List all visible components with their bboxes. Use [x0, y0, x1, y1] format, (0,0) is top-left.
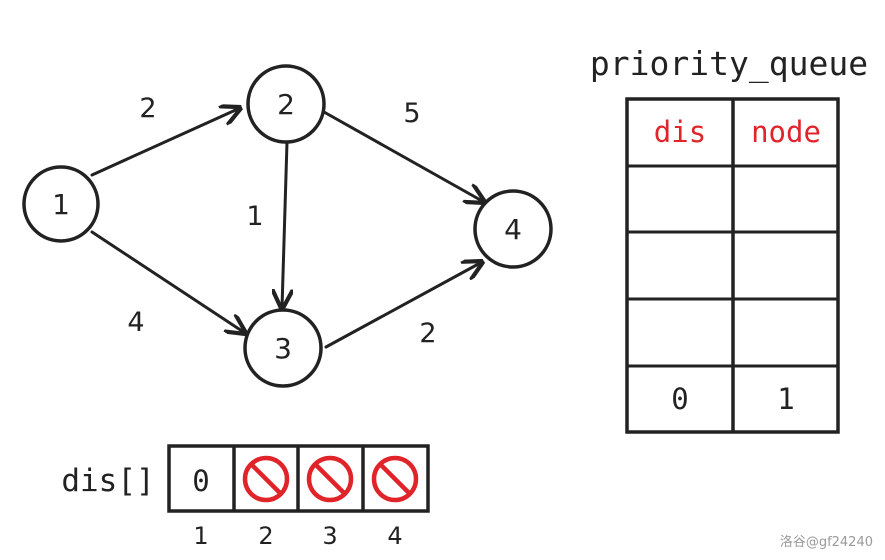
dis-array-index: 4 — [387, 522, 402, 550]
edge-1-2 — [90, 108, 240, 177]
edge-3-4 — [324, 262, 482, 349]
dis-array-index: 2 — [258, 522, 273, 550]
dis-array-cell-1: 0 — [192, 464, 209, 498]
graph-edges — [90, 108, 484, 349]
edge-weight-2-3: 1 — [246, 201, 263, 232]
priority-queue-title: priority_queue — [590, 44, 868, 84]
dis-array-label: dis[] — [61, 463, 154, 499]
graph-node-2: 2 — [246, 64, 326, 144]
prohibited-icon — [371, 455, 419, 503]
dis-array-index: 1 — [193, 522, 208, 550]
priority-queue: priority_queue dis node 0 1 — [590, 44, 868, 434]
node-label: 4 — [504, 213, 522, 246]
edge-weight-1-3: 4 — [127, 307, 144, 338]
priority-queue-cell: 0 — [671, 382, 688, 416]
edge-1-3 — [90, 230, 245, 333]
priority-queue-header-dis: dis — [654, 115, 706, 149]
edge-weight-3-4: 2 — [419, 318, 436, 349]
graph-node-3: 3 — [243, 308, 323, 388]
dis-array-index: 3 — [322, 522, 337, 550]
prohibited-icon — [242, 455, 290, 503]
edge-weight-1-2: 2 — [139, 93, 156, 124]
node-label: 2 — [277, 88, 295, 121]
prohibited-icon — [306, 455, 354, 503]
graph-node-1: 1 — [22, 165, 100, 243]
priority-queue-header-node: node — [751, 115, 821, 149]
node-label: 1 — [52, 188, 70, 221]
edge-2-4 — [322, 110, 484, 202]
watermark: 洛谷@gf24240 — [779, 535, 873, 550]
edge-weights: 2 4 1 5 2 — [127, 93, 436, 349]
node-label: 3 — [274, 332, 292, 365]
priority-queue-cell: 1 — [777, 382, 794, 416]
edge-2-3 — [282, 140, 287, 308]
dis-array: dis[] 0 1 2 3 4 — [61, 444, 430, 550]
edge-weight-2-4: 5 — [403, 98, 420, 129]
graph-node-4: 4 — [473, 189, 553, 269]
